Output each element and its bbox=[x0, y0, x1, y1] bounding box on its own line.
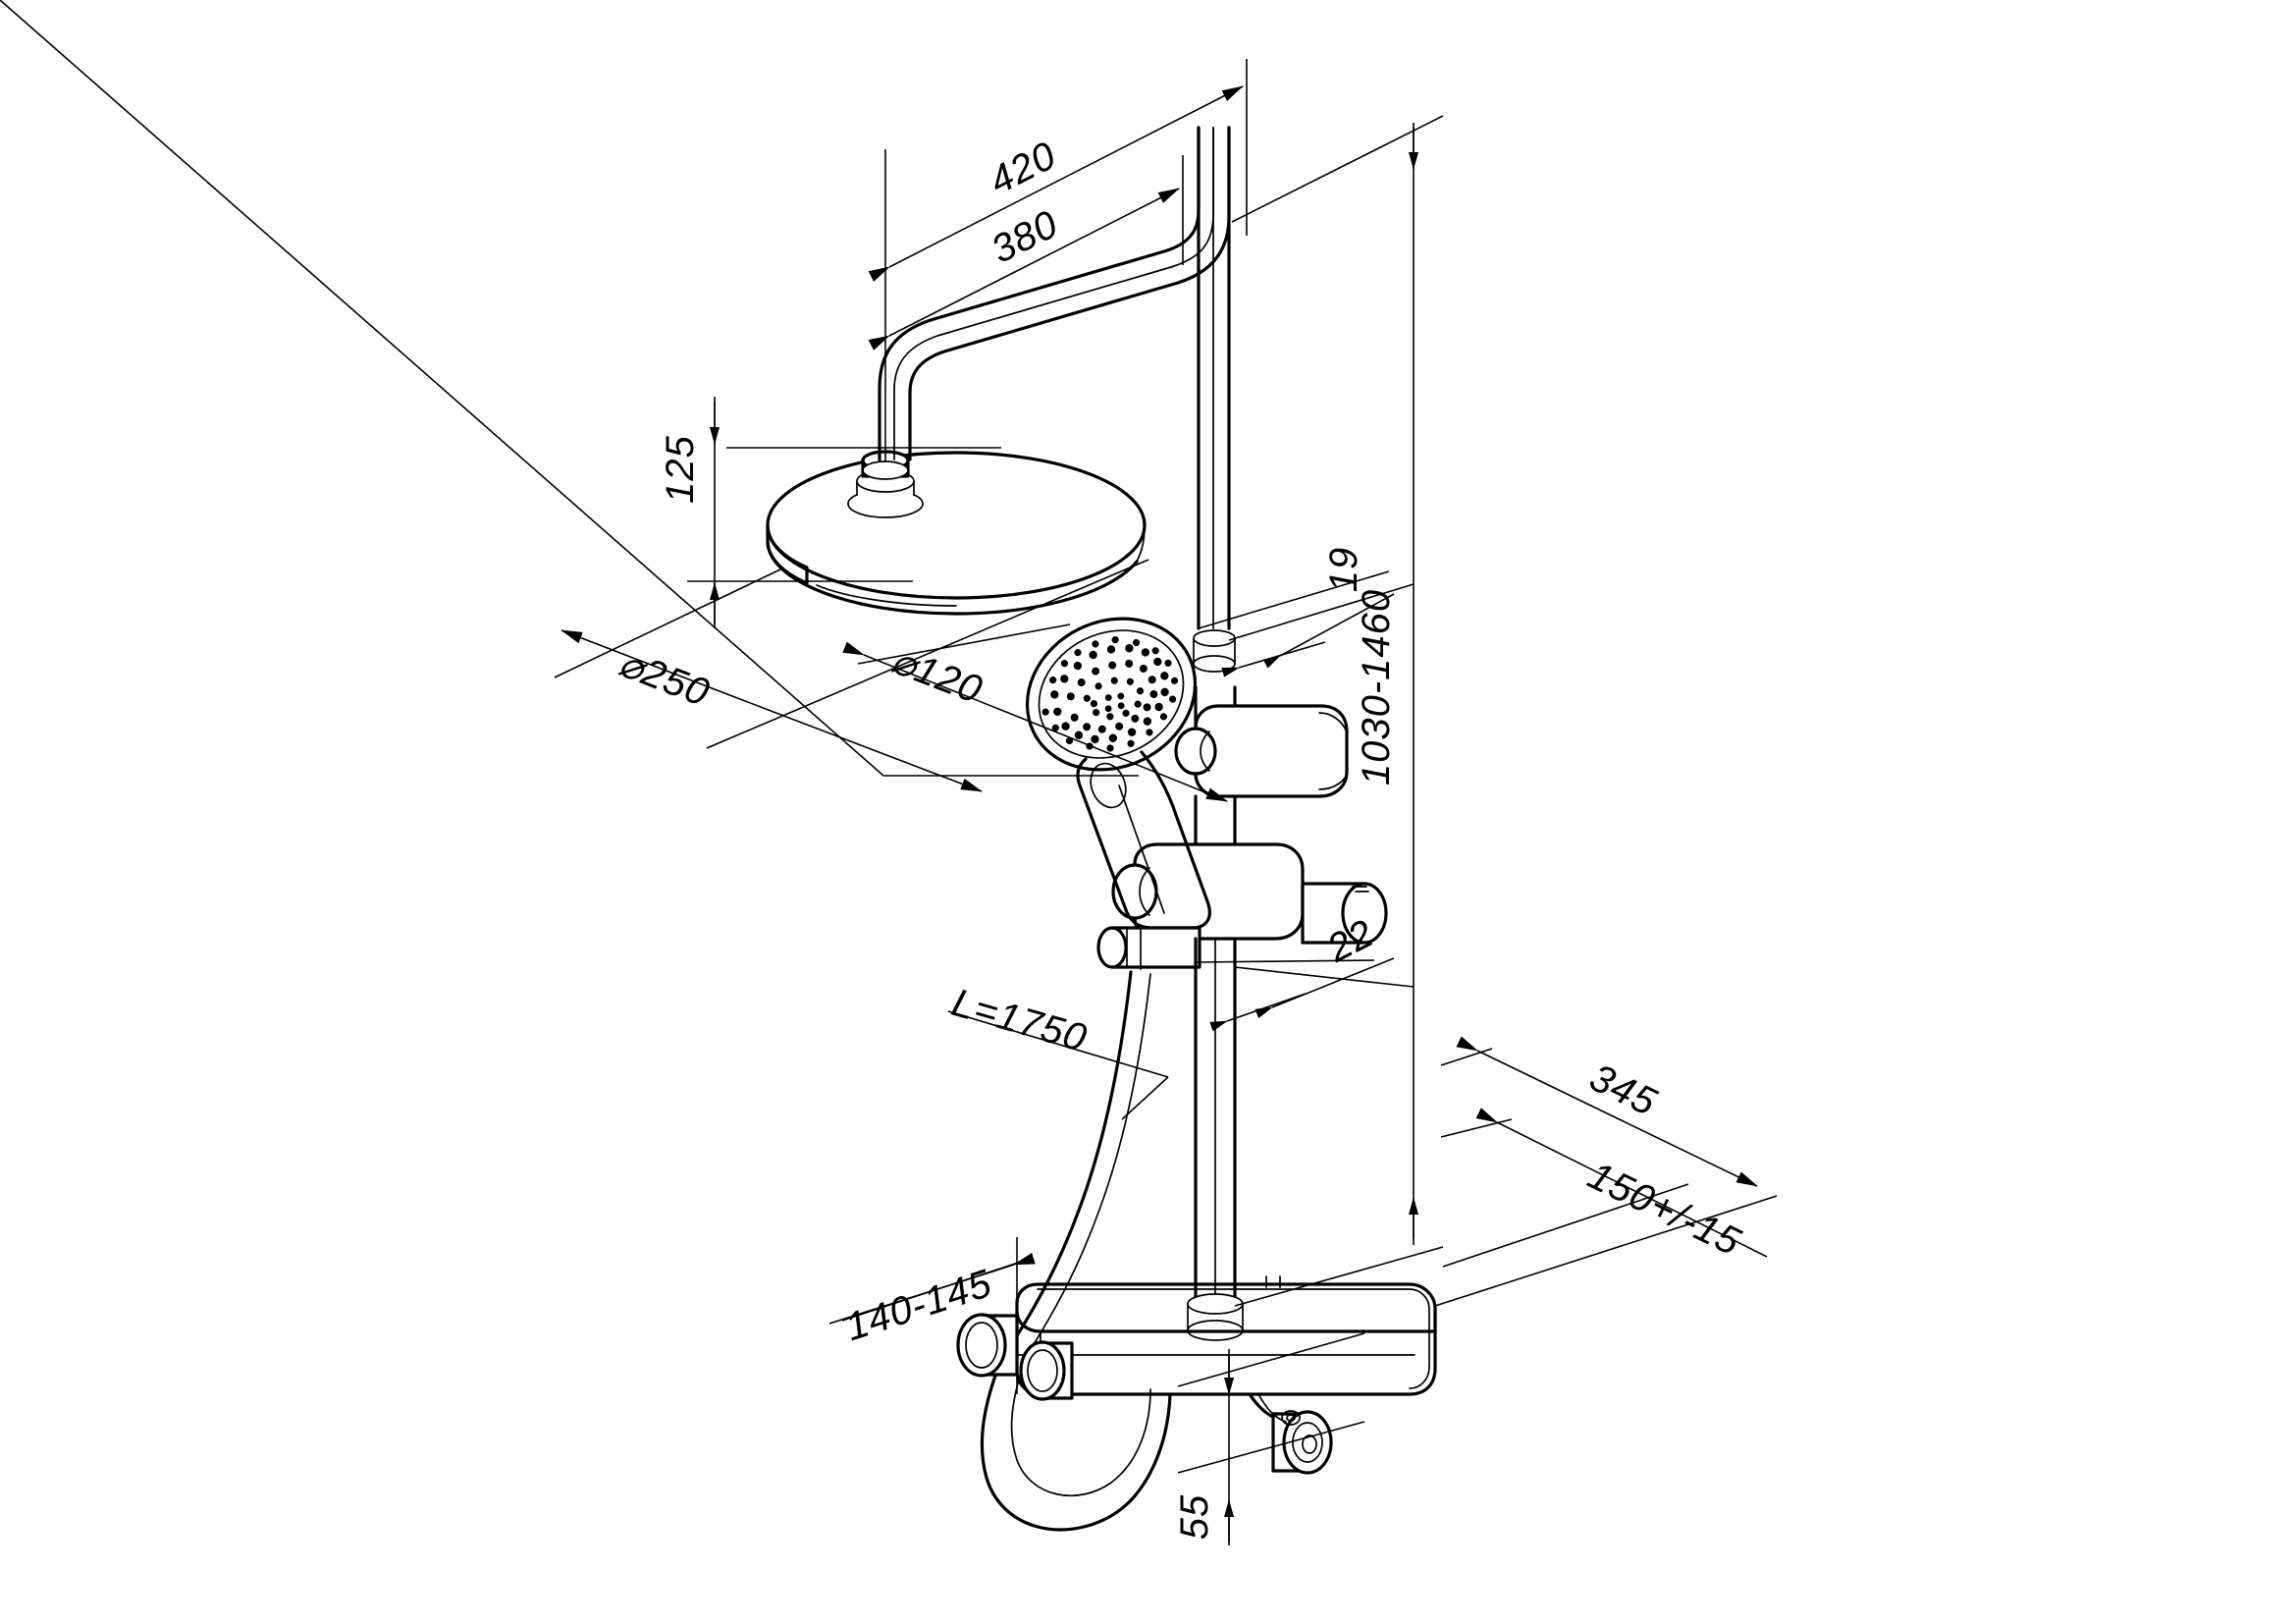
spray-nozzle-dots bbox=[1041, 635, 1179, 752]
hand-shower bbox=[1025, 617, 1211, 970]
dimension-125: 125 bbox=[659, 397, 1001, 628]
dimension-label-125: 125 bbox=[659, 435, 702, 504]
hand-shower-bracket bbox=[1111, 842, 1388, 945]
thermostatic-mixer-body bbox=[956, 1275, 1437, 1475]
diverter-outlet bbox=[1174, 685, 1349, 798]
lower-riser-pipe bbox=[1187, 937, 1244, 1341]
dimension-55: 55 bbox=[1173, 1332, 1365, 1545]
dimension-1030-1460: 1030-1460 bbox=[1231, 115, 1444, 1307]
dimension-label-19: 19 bbox=[1322, 547, 1365, 593]
dimension-19: 19 bbox=[1198, 547, 1415, 677]
dimension-label-55: 55 bbox=[1173, 1494, 1216, 1541]
shower-hose bbox=[980, 970, 1172, 1532]
temperature-knob bbox=[956, 1313, 1019, 1378]
dimension-label-1030-1460: 1030-1460 bbox=[1355, 589, 1398, 785]
flow-knob bbox=[1019, 1340, 1074, 1401]
